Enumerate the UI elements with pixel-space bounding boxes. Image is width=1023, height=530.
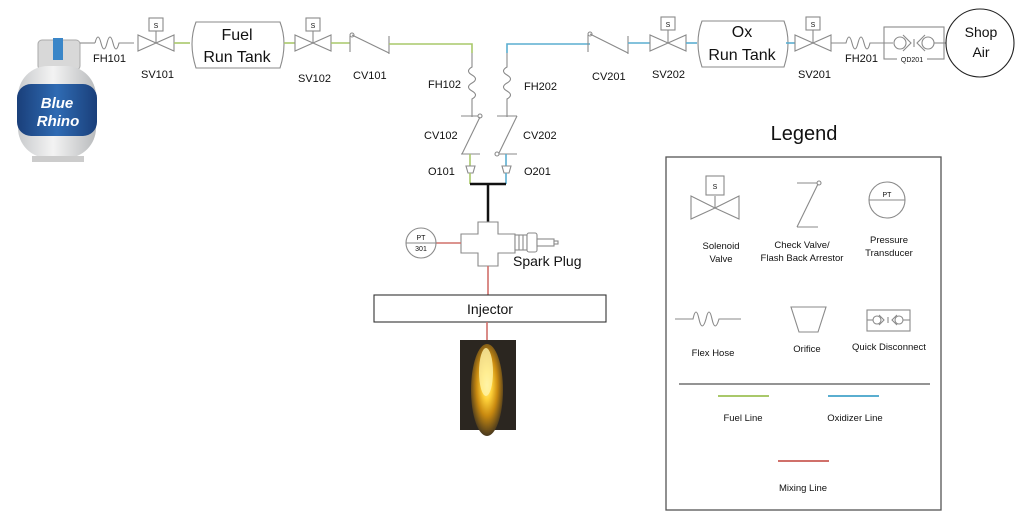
- flex-hose-fh201: [831, 36, 880, 50]
- legend-quick-disconnect-icon: [866, 309, 911, 332]
- svg-text:Transducer: Transducer: [865, 248, 913, 259]
- label-sv102: SV102: [298, 73, 331, 85]
- svg-text:Orifice: Orifice: [793, 344, 820, 355]
- svg-text:PT: PT: [883, 192, 893, 199]
- ox-run-tank: Ox Run Tank: [697, 20, 789, 68]
- injector-box: [373, 294, 607, 323]
- label-sv101: SV101: [141, 69, 174, 81]
- svg-text:Solenoid: Solenoid: [703, 241, 740, 252]
- orifice-o101: [465, 165, 476, 174]
- check-valve-cv201: [587, 31, 629, 54]
- svg-text:Flex Hose: Flex Hose: [692, 348, 735, 359]
- label-sv202: SV202: [652, 69, 685, 81]
- label-fh201: FH201: [845, 53, 878, 65]
- tank-brand-line2: Rhino: [37, 113, 80, 130]
- solenoid-valve-sv102: S: [294, 17, 332, 52]
- svg-text:Valve: Valve: [709, 254, 732, 265]
- svg-text:Air: Air: [972, 44, 989, 60]
- legend-orifice-icon: [790, 306, 827, 333]
- flex-hose-fh101: [94, 36, 134, 50]
- orifice-o201: [501, 165, 512, 174]
- label-cv102: CV102: [424, 130, 458, 142]
- label-o201: O201: [524, 166, 551, 178]
- svg-text:S: S: [713, 184, 718, 191]
- flex-hose-fh102: [467, 53, 477, 117]
- svg-text:Run Tank: Run Tank: [203, 49, 271, 66]
- svg-text:Fuel: Fuel: [221, 27, 252, 44]
- svg-text:Shop: Shop: [965, 24, 998, 40]
- svg-text:Pressure: Pressure: [870, 235, 908, 246]
- svg-text:Oxidizer Line: Oxidizer Line: [827, 413, 882, 424]
- cross-fitting: [460, 221, 516, 267]
- tank-brand-line1: Blue: [41, 95, 74, 112]
- label-fh202: FH202: [524, 81, 557, 93]
- svg-text:Check Valve/: Check Valve/: [774, 240, 830, 251]
- svg-text:Flash Back Arrestor: Flash Back Arrestor: [761, 253, 844, 264]
- solenoid-valve-sv101: S: [137, 17, 175, 52]
- svg-text:S: S: [811, 22, 816, 29]
- fuel-run-tank: Fuel Run Tank: [191, 21, 285, 69]
- check-valve-cv102: [461, 113, 483, 155]
- svg-text:Ox: Ox: [732, 24, 752, 41]
- svg-text:301: 301: [415, 246, 427, 253]
- label-spark-plug: Spark Plug: [513, 253, 581, 269]
- svg-text:S: S: [154, 23, 159, 30]
- flame-image: [460, 340, 516, 436]
- check-valve-cv202: [494, 115, 518, 157]
- propane-tank-icon: Blue Rhino: [17, 38, 97, 162]
- legend-check-valve-icon: [796, 180, 822, 228]
- svg-text:PT: PT: [417, 235, 427, 242]
- svg-text:S: S: [311, 23, 316, 30]
- shop-air-source: Shop Air: [945, 8, 1015, 78]
- legend-flex-hose-icon: [675, 311, 741, 327]
- svg-text:Run Tank: Run Tank: [708, 47, 776, 64]
- spark-plug-icon: [514, 232, 559, 253]
- legend-title: Legend: [771, 123, 838, 145]
- svg-text:Mixing Line: Mixing Line: [779, 483, 827, 494]
- label-o101: O101: [428, 166, 455, 178]
- svg-text:Fuel Line: Fuel Line: [723, 413, 762, 424]
- check-valve-cv101: [349, 32, 390, 54]
- svg-text:QD201: QD201: [901, 57, 923, 64]
- label-sv201: SV201: [798, 69, 831, 81]
- label-cv201: CV201: [592, 71, 626, 83]
- legend-pressure-transducer-icon: PT: [868, 181, 906, 219]
- svg-text:Quick Disconnect: Quick Disconnect: [852, 342, 926, 353]
- label-cv101: CV101: [353, 70, 387, 82]
- pressure-transducer-pt301: PT 301: [405, 227, 437, 259]
- label-fh102: FH102: [428, 79, 461, 91]
- label-injector: Injector: [467, 301, 513, 317]
- flex-hose-fh202: [502, 53, 512, 117]
- label-cv202: CV202: [523, 130, 557, 142]
- legend-solenoid-valve-icon: S: [690, 175, 740, 220]
- label-fh101: FH101: [93, 53, 126, 65]
- solenoid-valve-sv202: S: [649, 16, 687, 52]
- svg-text:S: S: [666, 22, 671, 29]
- solenoid-valve-sv201: S: [794, 16, 832, 52]
- quick-disconnect-qd201: QD201: [876, 26, 946, 64]
